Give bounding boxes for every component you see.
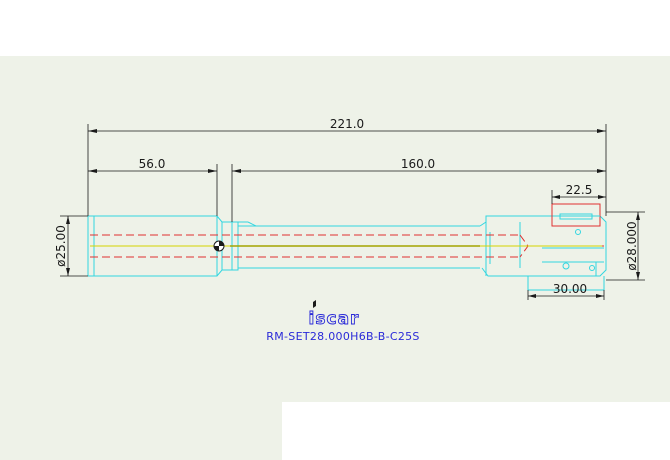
insert-detail — [551, 203, 601, 227]
dim-insert-width: 22.5 — [566, 183, 593, 197]
dim-insert-length: 30.00 — [553, 282, 587, 296]
dimension-lines — [60, 124, 645, 300]
dim-overall-length: 221.0 — [330, 117, 364, 131]
logo-text: iscar — [309, 309, 360, 329]
dim-shank-length: 56.0 — [139, 157, 166, 171]
drawing-sheet — [0, 56, 670, 460]
part-number: RM-SET28.000H6B-B-C25S — [266, 330, 419, 343]
dim-cutting-diameter: ø28.000 — [625, 221, 639, 270]
dim-body-length: 160.0 — [401, 157, 435, 171]
iscar-logo: iscar — [308, 300, 360, 329]
datum-marker — [213, 240, 225, 252]
dim-shank-diameter: ø25.00 — [54, 225, 68, 267]
